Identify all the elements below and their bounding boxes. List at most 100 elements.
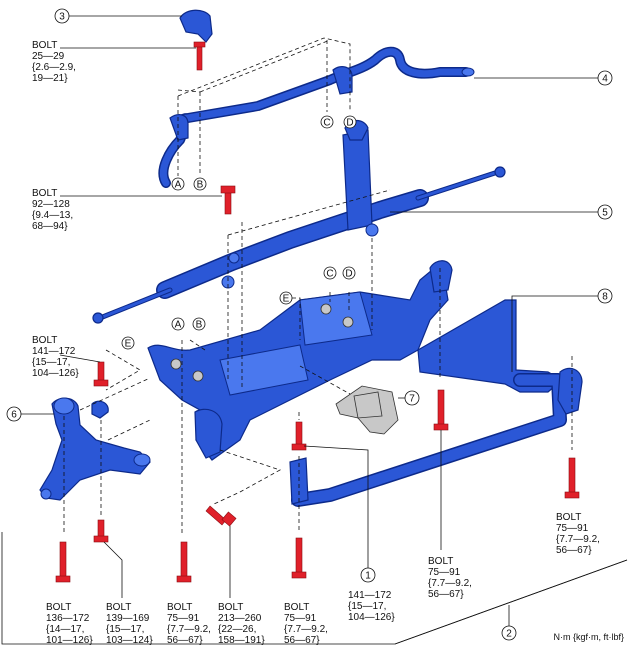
bottom-bolt-4	[205, 505, 237, 527]
callout-8: 8	[511, 288, 613, 372]
svg-text:139—169: 139—169	[106, 613, 150, 624]
alignment-lines	[63, 37, 573, 534]
front-crossmember	[147, 260, 583, 507]
svg-text:BOLT: BOLT	[46, 602, 71, 613]
svg-text:56—67}: 56—67}	[556, 545, 592, 556]
svg-text:136—172: 136—172	[46, 613, 90, 624]
letter-D-top: D	[343, 115, 357, 129]
svg-text:92—128: 92—128	[32, 199, 70, 210]
callout-2: 2	[501, 605, 517, 641]
svg-text:213—260: 213—260	[218, 613, 262, 624]
stabilizer-bracket	[179, 9, 213, 43]
svg-text:141—172: 141—172	[32, 346, 76, 357]
svg-text:BOLT: BOLT	[32, 40, 57, 51]
svg-text:BOLT: BOLT	[32, 335, 57, 346]
svg-text:BOLT: BOLT	[556, 512, 581, 523]
torque-rear-bolt: BOLT 75—91 {7.7—9.2, 56—67}	[428, 430, 472, 600]
svg-text:BOLT: BOLT	[106, 602, 131, 613]
callout-5: 5	[390, 204, 613, 220]
svg-text:D: D	[346, 118, 353, 129]
svg-text:C: C	[323, 118, 330, 129]
svg-text:{7.7—9.2,: {7.7—9.2,	[167, 624, 211, 635]
svg-text:B: B	[197, 180, 204, 191]
letter-E-left: E	[121, 336, 135, 350]
svg-text:E: E	[283, 294, 290, 305]
svg-text:BOLT: BOLT	[428, 556, 453, 567]
svg-text:{9.4—13,: {9.4—13,	[32, 210, 73, 221]
torque-bottom-1: BOLT 136—172 {14—17, 101—126}	[46, 602, 93, 646]
svg-text:19—21}: 19—21}	[32, 73, 68, 84]
callout-2-number: 2	[506, 629, 512, 640]
callout-1: 1	[303, 445, 376, 583]
svg-text:141—172: 141—172	[348, 590, 392, 601]
svg-text:101—126}: 101—126}	[46, 635, 93, 646]
callout-6: 6	[6, 406, 54, 422]
rear-mount-bolt	[433, 389, 449, 431]
svg-text:A: A	[175, 180, 182, 191]
mount-bolt	[291, 421, 307, 451]
svg-text:B: B	[196, 320, 203, 331]
stabilizer-bracket-bolt	[193, 41, 206, 71]
svg-text:56—67}: 56—67}	[167, 635, 203, 646]
callout-6-number: 6	[11, 410, 17, 421]
svg-text:BOLT: BOLT	[32, 188, 57, 199]
svg-text:{22—26,: {22—26,	[218, 624, 256, 635]
svg-text:{15—17,: {15—17,	[106, 624, 144, 635]
base-outline	[1, 532, 628, 645]
svg-text:{7.7—9.2,: {7.7—9.2,	[428, 578, 472, 589]
letter-A-mid: A	[171, 317, 185, 331]
steering-gear-bolt	[220, 185, 236, 215]
letter-C-mid: C	[323, 266, 337, 280]
svg-text:104—126}: 104—126}	[348, 612, 395, 623]
torque-bottom-4: BOLT 213—260 {22—26, 158—191}	[218, 526, 265, 646]
svg-text:{7.7—9.2,: {7.7—9.2,	[556, 534, 600, 545]
svg-text:25—29: 25—29	[32, 51, 65, 62]
torque-bottom-2: BOLT 139—169 {15—17, 103—124}	[103, 541, 153, 646]
callout-1-number: 1	[365, 571, 371, 582]
svg-text:158—191}: 158—191}	[218, 635, 265, 646]
letter-C-top: C	[320, 115, 334, 129]
letter-B-bottom: B	[193, 177, 207, 191]
bracket-bolt	[93, 361, 109, 387]
svg-text:BOLT: BOLT	[167, 602, 192, 613]
callout-4-number: 4	[602, 74, 608, 85]
torque-mount: 141—172 {15—17, 104—126}	[348, 590, 395, 623]
callout-8-number: 8	[602, 292, 608, 303]
callout-5-number: 5	[602, 208, 608, 219]
torque-right-bolt: BOLT 75—91 {7.7—9.2, 56—67}	[556, 512, 600, 556]
svg-text:{7.7—9.2,: {7.7—9.2,	[284, 624, 328, 635]
svg-text:68—94}: 68—94}	[32, 221, 68, 232]
svg-text:BOLT: BOLT	[284, 602, 309, 613]
bottom-bolt-2	[93, 519, 109, 543]
torque-bracket-bolt: BOLT 141—172 {15—17, 104—126}	[32, 335, 101, 379]
svg-text:104—126}: 104—126}	[32, 368, 79, 379]
svg-text:A: A	[175, 320, 182, 331]
engine-mount	[335, 385, 399, 435]
svg-text:{2.6—2.9,: {2.6—2.9,	[32, 62, 76, 73]
svg-text:D: D	[345, 269, 352, 280]
svg-text:C: C	[326, 269, 333, 280]
svg-text:BOLT: BOLT	[218, 602, 243, 613]
steering-gear	[92, 119, 506, 324]
svg-text:103—124}: 103—124}	[106, 635, 153, 646]
bottom-bolt-5	[291, 537, 307, 579]
svg-text:{15—17,: {15—17,	[348, 601, 386, 612]
letter-E-mid: E	[279, 291, 301, 340]
svg-text:75—91: 75—91	[167, 613, 200, 624]
units-note: N·m {kgf·m, ft·lbf}	[553, 632, 624, 642]
svg-text:{14—17,: {14—17,	[46, 624, 84, 635]
letter-D-mid: D	[342, 266, 356, 280]
svg-text:{15—17,: {15—17,	[32, 357, 70, 368]
lower-arm	[39, 397, 151, 501]
letter-A-bottom: A	[171, 177, 185, 191]
stabilizer-bar	[158, 46, 475, 188]
svg-text:E: E	[125, 339, 132, 350]
svg-text:75—91: 75—91	[284, 613, 317, 624]
callout-3: 3	[54, 8, 182, 24]
torque-bottom-3: BOLT 75—91 {7.7—9.2, 56—67}	[167, 602, 211, 646]
right-rear-bolt	[564, 457, 580, 499]
bottom-bolt-1	[55, 541, 71, 583]
svg-text:75—91: 75—91	[556, 523, 589, 534]
svg-text:56—67}: 56—67}	[284, 635, 320, 646]
